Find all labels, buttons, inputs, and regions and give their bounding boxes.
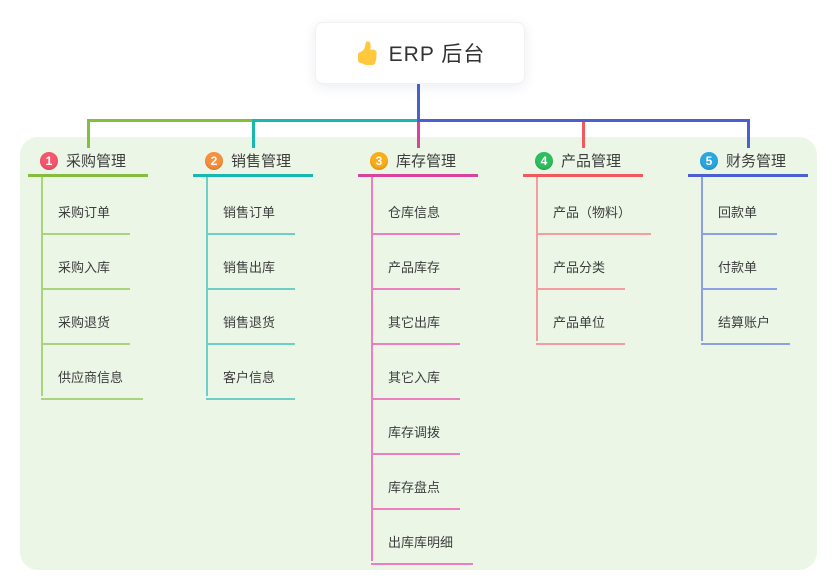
- child-node-采购退货[interactable]: 采购退货: [41, 311, 131, 345]
- child-node-出库库明细[interactable]: 出库库明细: [371, 531, 474, 565]
- connector-drop-3: [416, 119, 420, 148]
- branch-node-库存管理[interactable]: 3 库存管理: [358, 147, 478, 177]
- connector-drop-2: [251, 119, 255, 148]
- branch-node-产品管理[interactable]: 4 产品管理: [523, 147, 643, 177]
- priority-2-icon: 2: [205, 151, 223, 170]
- branch-label: 产品管理: [561, 153, 622, 170]
- connector-drop-4: [581, 119, 585, 148]
- connector-drop-1: [86, 119, 90, 148]
- child-node-产品单位[interactable]: 产品单位: [536, 311, 626, 345]
- branches-panel: [20, 137, 817, 570]
- child-node-采购订单[interactable]: 采购订单: [41, 201, 131, 235]
- connector-bus-2: [251, 119, 420, 122]
- branch-5-child-rail: [701, 174, 703, 341]
- child-node-其它入库[interactable]: 其它入库: [371, 366, 461, 400]
- child-node-销售退货[interactable]: 销售退货: [206, 311, 296, 345]
- connector-bus-right: [416, 119, 750, 122]
- root-title: ERP 后台: [388, 43, 486, 66]
- branch-label: 财务管理: [726, 153, 787, 170]
- branch-label: 销售管理: [231, 153, 292, 170]
- child-node-采购入库[interactable]: 采购入库: [41, 256, 131, 290]
- branch-label: 库存管理: [396, 153, 457, 170]
- branch-3-child-rail: [371, 174, 373, 561]
- branch-node-销售管理[interactable]: 2 销售管理: [193, 147, 313, 177]
- child-node-其它出库[interactable]: 其它出库: [371, 311, 461, 345]
- child-node-产品（物料）[interactable]: 产品（物料）: [536, 201, 652, 235]
- child-node-库存调拨[interactable]: 库存调拨: [371, 421, 461, 455]
- branch-node-财务管理[interactable]: 5 财务管理: [688, 147, 808, 177]
- priority-3-icon: 3: [370, 151, 388, 170]
- child-node-客户信息[interactable]: 客户信息: [206, 366, 296, 400]
- branch-1-child-rail: [41, 174, 43, 396]
- child-node-产品分类[interactable]: 产品分类: [536, 256, 626, 290]
- child-node-结算账户[interactable]: 结算账户: [701, 311, 791, 345]
- root-node[interactable]: ERP 后台: [315, 22, 525, 84]
- child-node-销售出库[interactable]: 销售出库: [206, 256, 296, 290]
- thumbs-up-icon: [357, 41, 377, 65]
- child-node-仓库信息[interactable]: 仓库信息: [371, 201, 461, 235]
- priority-5-icon: 5: [700, 151, 718, 170]
- child-node-付款单[interactable]: 付款单: [701, 256, 778, 290]
- child-node-回款单[interactable]: 回款单: [701, 201, 778, 235]
- child-node-产品库存[interactable]: 产品库存: [371, 256, 461, 290]
- child-node-供应商信息[interactable]: 供应商信息: [41, 366, 144, 400]
- priority-1-icon: 1: [40, 151, 58, 170]
- connector-drop-5: [746, 119, 750, 148]
- priority-4-icon: 4: [535, 151, 553, 170]
- branch-node-采购管理[interactable]: 1 采购管理: [28, 147, 148, 177]
- child-node-销售订单[interactable]: 销售订单: [206, 201, 296, 235]
- child-node-库存盘点[interactable]: 库存盘点: [371, 476, 461, 510]
- branch-4-child-rail: [536, 174, 538, 341]
- connector-bus-1: [86, 119, 255, 122]
- branch-label: 采购管理: [66, 153, 127, 170]
- connector-root-line: [416, 82, 420, 122]
- branch-2-child-rail: [206, 174, 208, 396]
